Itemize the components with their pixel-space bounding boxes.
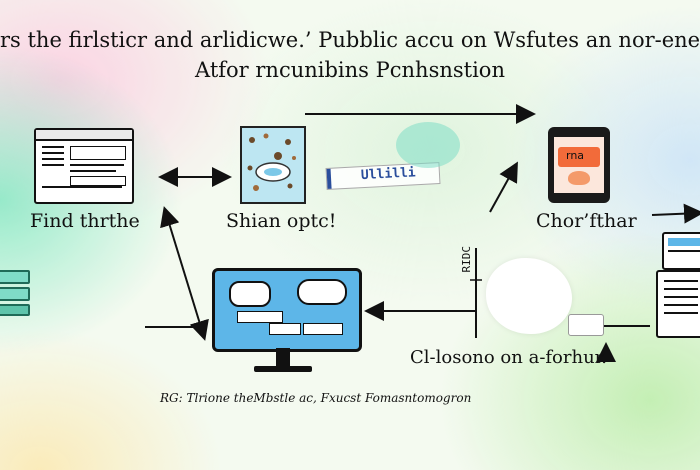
arrow-right-edge: [651, 203, 700, 224]
puzzle-blob: [486, 258, 572, 334]
plug-icon: [568, 314, 604, 336]
vertical-tag: RIDC: [460, 246, 473, 273]
document-window-icon: [34, 128, 134, 204]
monitor-base: [254, 366, 312, 372]
monitor-icon: [212, 268, 362, 352]
label-chart: Chor’fthar: [536, 210, 637, 232]
right-device-top: [662, 232, 700, 270]
server-stack-icon: [0, 270, 30, 316]
tag-strip-text: Ullilli: [360, 165, 417, 184]
arrow-to-tablet: [489, 161, 518, 213]
share-image-card: [240, 126, 306, 204]
link-icon: [297, 279, 347, 305]
decorative-bubble: [396, 122, 460, 168]
label-find: Find thrthe: [30, 210, 140, 232]
diagram-title-line-2: Atfor rncunibins Pcnhsnstion: [195, 58, 505, 82]
label-share: Shian optc!: [226, 210, 337, 232]
right-device-bottom: [656, 270, 700, 338]
footer-caption: RG: Tlrione theMbstle ac, Fxucst Fomasnt…: [160, 391, 472, 405]
tablet-icon: rna: [548, 127, 610, 203]
tablet-badge-text: rna: [566, 149, 585, 162]
label-closing: Cl-losono on a-forhur.: [410, 347, 608, 368]
arrow-doc-monitor: [160, 206, 209, 341]
diagram-title-line-1: rs the firlsticr and arlidicwe.’ Pubblic…: [0, 28, 700, 52]
chat-bubble-icon: [229, 281, 271, 307]
monitor-stand: [276, 348, 290, 368]
